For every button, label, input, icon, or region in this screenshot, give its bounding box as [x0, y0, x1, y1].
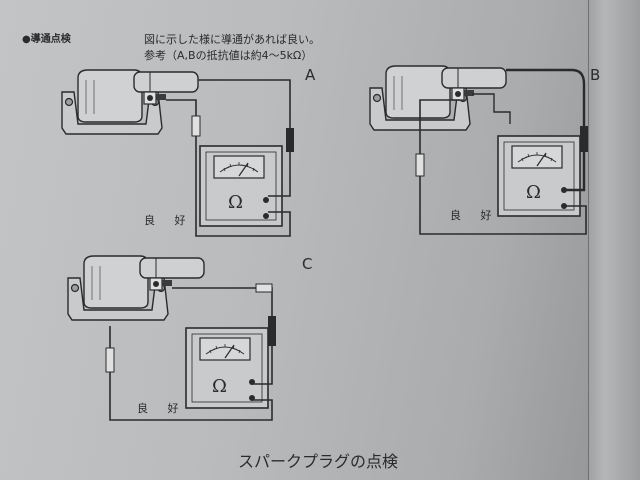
probe-b-2 — [415, 153, 425, 177]
ohm-symbol-a: Ω — [228, 192, 243, 213]
probe-c-1 — [268, 316, 276, 346]
probe-b-1 — [580, 126, 588, 152]
ohmmeter-a — [199, 145, 283, 227]
probe-c-2 — [105, 347, 115, 373]
diagram-c: Ω — [67, 255, 276, 421]
diagram-b: Ω — [369, 65, 588, 235]
section-title: ●導通点検 — [22, 30, 71, 45]
figure-caption: スパークプラグの点検 — [238, 452, 399, 471]
ohm-symbol-c: Ω — [212, 376, 227, 397]
result-label-b: 良 好 — [450, 209, 500, 222]
probe-a-1 — [286, 128, 294, 152]
result-label-a: 良 好 — [144, 214, 194, 227]
lead-c-2 — [109, 326, 273, 421]
ohmmeter-b — [497, 135, 581, 217]
connector-b — [472, 93, 511, 124]
bullet-icon: ● — [22, 34, 31, 45]
diagram-label-b: B — [590, 66, 601, 84]
ignition-coil-a — [61, 69, 199, 135]
lead-b-2 — [419, 99, 587, 235]
result-label-c: 良 好 — [137, 402, 187, 415]
ohm-symbol-b: Ω — [526, 182, 541, 203]
probe-a-2 — [191, 115, 201, 137]
ohmmeter-c — [185, 327, 269, 409]
adjacent-page-edge — [588, 0, 640, 480]
diagram-label-c: C — [302, 255, 313, 273]
lead-b-1 — [506, 68, 586, 192]
probe-c-tip — [255, 283, 273, 293]
diagram-a: Ω — [61, 69, 294, 237]
lead-a-2 — [166, 99, 291, 237]
ignition-coil-b — [369, 65, 507, 131]
note-line-2: 参考（A,Bの抵抗値は約4～5kΩ） — [144, 49, 313, 62]
section-title-text: 導通点検 — [30, 34, 71, 45]
note-line-1: 図に示した様に導通があれば良い。 — [144, 33, 320, 46]
diagram-label-a: A — [305, 66, 316, 84]
